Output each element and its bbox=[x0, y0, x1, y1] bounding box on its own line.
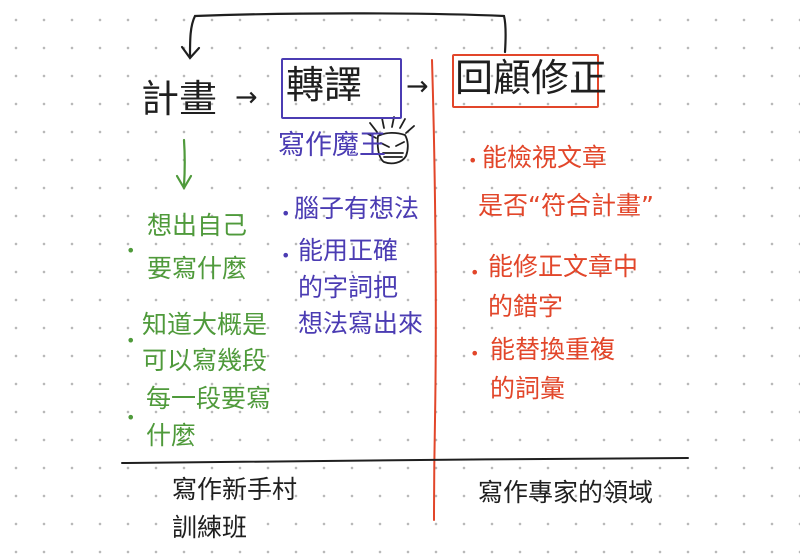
review-item-line: 能檢視文章 bbox=[482, 143, 608, 172]
demon-face-icon bbox=[367, 116, 415, 165]
plan-item-line: 可以寫幾段 bbox=[142, 346, 268, 375]
translate-item-line: 的字詞把 bbox=[298, 273, 399, 302]
red-divider-line bbox=[431, 59, 437, 521]
plan-item-line: 每一段要寫 bbox=[146, 384, 272, 413]
heading-review: 回顧修正 bbox=[455, 56, 608, 100]
bullet-dot: • bbox=[126, 408, 136, 427]
review-item-line: 的詞彙 bbox=[490, 374, 566, 403]
bullet-dot: • bbox=[470, 263, 480, 282]
plan-down-arrowhead bbox=[175, 174, 193, 191]
plan-item-line: 知道大概是 bbox=[142, 310, 268, 339]
feedback-loop-arrowhead bbox=[180, 45, 201, 60]
bullet-dot: • bbox=[281, 204, 291, 223]
translate-item-line: 能用正確 bbox=[298, 236, 399, 265]
bullet-dot: • bbox=[126, 331, 136, 350]
heading-translate: 轉譯 bbox=[286, 63, 363, 107]
bullet-dot: • bbox=[126, 241, 136, 260]
plan-item-line: 什麼 bbox=[146, 421, 197, 450]
plan-item-line: 想出自己 bbox=[147, 211, 248, 240]
plan-down-arrow bbox=[182, 138, 186, 188]
translate-box bbox=[281, 58, 402, 119]
bullet-dot: • bbox=[281, 246, 291, 265]
translate-column-title: 寫作魔王 bbox=[278, 130, 386, 161]
translate-item-line: 想法寫出來 bbox=[298, 309, 424, 338]
bullet-dot: • bbox=[468, 151, 478, 170]
review-item-line: 能替換重複 bbox=[490, 335, 616, 364]
arrow-plan-to-translate: → bbox=[235, 82, 258, 113]
footer-left-line: 訓練班 bbox=[172, 513, 248, 542]
review-item-line: 是否“符合計畫” bbox=[478, 191, 654, 220]
review-item-line: 的錯字 bbox=[488, 292, 564, 321]
plan-item-line: 要寫什麼 bbox=[147, 254, 248, 283]
arrow-translate-to-review: → bbox=[406, 71, 429, 102]
translate-item-line: 腦子有想法 bbox=[294, 194, 420, 223]
review-item-line: 能修正文章中 bbox=[488, 252, 639, 281]
feedback-loop-arrow bbox=[188, 12, 507, 58]
footer-left-line: 寫作新手村 bbox=[172, 475, 298, 504]
bullet-dot: • bbox=[470, 344, 480, 363]
review-box bbox=[452, 54, 599, 108]
horizontal-divider-line bbox=[121, 457, 689, 464]
footer-right: 寫作專家的領域 bbox=[478, 478, 654, 507]
heading-plan: 計畫 bbox=[141, 77, 218, 121]
